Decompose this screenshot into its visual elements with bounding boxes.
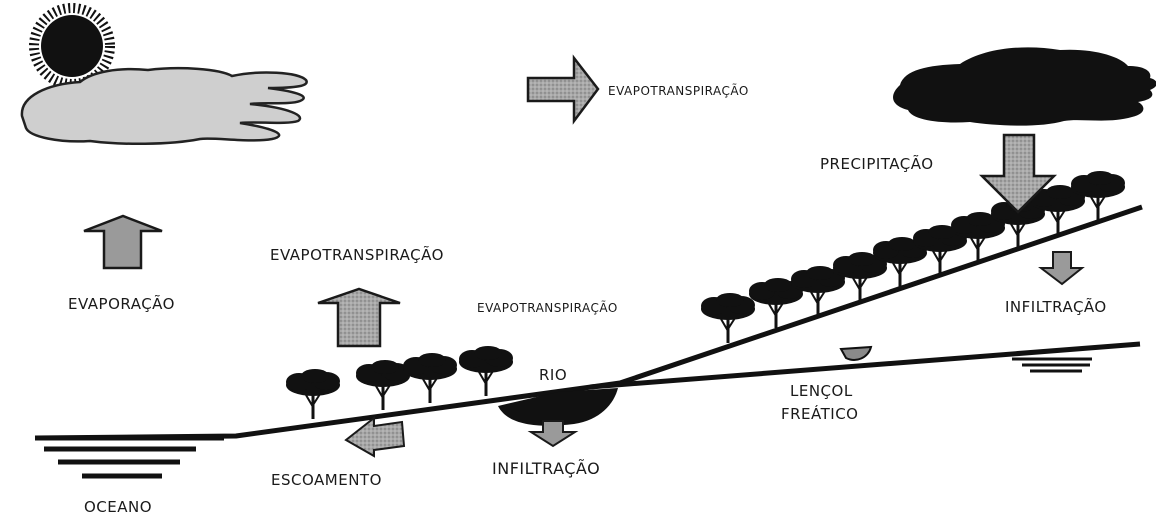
storm-cloud-icon (893, 47, 1156, 126)
lowland-forest (284, 344, 515, 421)
label-evapotranspiracao-mid: EVAPOTRANSPIRAÇÃO (477, 300, 618, 315)
runoff-left-arrow (344, 415, 406, 458)
cloud-icon (20, 66, 308, 146)
label-evapotranspiracao-top: EVAPOTRANSPIRAÇÃO (608, 83, 749, 98)
water-table-line (589, 341, 1141, 390)
label-lencol: LENÇOL (790, 382, 853, 400)
spring-icon (839, 345, 873, 361)
ocean-lines (35, 435, 224, 479)
label-infiltracao-center: INFILTRAÇÃO (492, 459, 600, 478)
label-evapotranspiracao-left: EVAPOTRANSPIRAÇÃO (270, 245, 444, 264)
river-icon (498, 388, 618, 426)
evapotranspiration-right-arrow (526, 54, 600, 125)
evaporation-up-arrow (83, 214, 163, 270)
label-freatico: FREÁTICO (781, 404, 859, 423)
label-infiltracao-right: INFILTRAÇÃO (1005, 297, 1107, 316)
infiltration-center-arrow (527, 420, 579, 448)
aquifer-lines (1012, 357, 1092, 373)
label-oceano: OCEANO (84, 498, 152, 516)
precipitation-down-arrow (978, 133, 1058, 214)
label-evaporacao: EVAPORAÇÃO (68, 294, 175, 313)
infiltration-right-arrow (1038, 251, 1085, 286)
label-precipitacao: PRECIPITAÇÃO (820, 154, 934, 173)
label-escoamento: ESCOAMENTO (271, 471, 382, 489)
evapotranspiration-up-arrow (317, 287, 401, 348)
label-rio: RIO (539, 366, 567, 384)
sun-icon (29, 3, 115, 89)
